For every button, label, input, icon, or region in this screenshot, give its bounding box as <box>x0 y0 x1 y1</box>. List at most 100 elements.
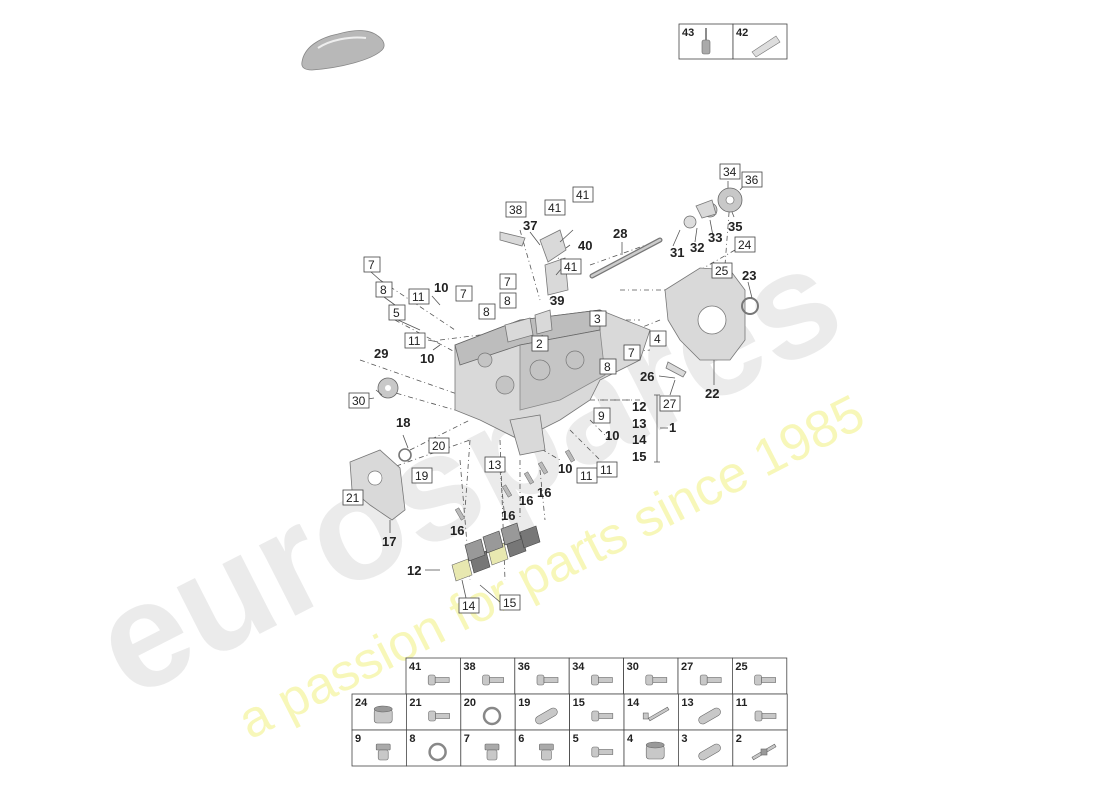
legend-cell-7: 7 <box>460 729 516 767</box>
left-sprocket <box>377 377 399 399</box>
legend-cell-3: 3 <box>678 729 734 767</box>
bolt-icon <box>754 710 777 722</box>
legend-num: 27 <box>681 661 693 673</box>
bolt-icon <box>428 710 450 722</box>
callout-7: 7 <box>628 346 635 360</box>
callout-20: 20 <box>432 439 446 453</box>
legend-num: 34 <box>572 661 585 673</box>
callout-35: 35 <box>728 219 742 234</box>
bolt-icon <box>482 674 504 686</box>
callout-14: 14 <box>462 599 476 613</box>
legend-cell-38: 38 <box>459 657 516 695</box>
callout-30: 30 <box>352 394 366 408</box>
legend-cell-11: 11 <box>732 693 788 731</box>
callout-31: 31 <box>670 245 684 260</box>
legend-num: 36 <box>518 661 530 673</box>
legend-num: 14 <box>627 697 640 709</box>
bolt-icon <box>591 674 613 686</box>
bolt-icon <box>591 746 614 758</box>
plug-icon <box>484 743 500 761</box>
bold-callouts: 10 37 40 39 10 29 28 31 32 33 35 23 22 2… <box>374 218 756 578</box>
legend-cell-30: 30 <box>623 657 679 695</box>
consumables-legend: 43 42 <box>678 23 788 60</box>
callout-4: 4 <box>654 332 661 346</box>
legend-num: 38 <box>463 661 475 673</box>
engine-block-assembly: 7 8 5 11 7 8 7 8 38 41 41 41 3 2 11 30 4… <box>342 163 763 614</box>
callout-14: 14 <box>632 432 647 447</box>
legend-cell-41: 41 <box>405 657 461 695</box>
legend-cell-19: 19 <box>514 693 571 731</box>
callout-41: 41 <box>564 260 578 274</box>
callout-16: 16 <box>450 523 464 538</box>
upper-bracket-parts <box>499 229 569 343</box>
callout-41: 41 <box>548 201 562 215</box>
legend-num: 6 <box>518 733 524 745</box>
sleeve-icon <box>645 741 665 760</box>
callout-22: 22 <box>705 386 719 401</box>
plug-icon <box>539 743 554 761</box>
callout-10: 10 <box>434 280 448 295</box>
callout-41: 41 <box>576 188 590 202</box>
callout-32: 32 <box>690 240 704 255</box>
callout-25: 25 <box>715 264 729 278</box>
callout-18: 18 <box>396 415 410 430</box>
legend-cell-27: 27 <box>677 657 733 695</box>
legend-cell-20: 20 <box>460 693 516 731</box>
callout-19: 19 <box>415 469 429 483</box>
legend-num: 4 <box>627 733 634 745</box>
callout-28: 28 <box>613 226 627 241</box>
plug-icon <box>375 743 391 761</box>
legend-cell-13: 13 <box>678 693 734 731</box>
callout-13: 13 <box>488 458 502 472</box>
callout-24: 24 <box>738 238 752 252</box>
seal-ring-icon <box>428 742 447 762</box>
legend-num: 8 <box>409 733 415 745</box>
callout-38: 38 <box>509 203 523 217</box>
legend-cell-36: 36 <box>514 657 570 695</box>
sprocket-assembly <box>683 187 743 229</box>
callout-21: 21 <box>346 491 360 505</box>
legend-cell-25: 25 <box>732 657 788 695</box>
callout-16: 16 <box>519 493 533 508</box>
callout-11: 11 <box>408 334 421 348</box>
callout-3: 3 <box>594 312 601 326</box>
legend-cell-8: 8 <box>405 729 462 767</box>
legend-cell-34: 34 <box>568 657 625 695</box>
legend-num: 13 <box>681 697 693 709</box>
callout-12: 12 <box>632 399 646 414</box>
callout-8: 8 <box>504 294 511 308</box>
bolt-icon <box>427 674 450 686</box>
legend-num: 24 <box>355 697 368 709</box>
bolt-icon <box>699 674 722 686</box>
callout-27: 27 <box>663 397 677 411</box>
label-leaders <box>361 181 753 603</box>
callout-15: 15 <box>632 449 646 464</box>
legend-cell-9: 9 <box>351 729 407 767</box>
legend-cell-24: 24 <box>351 693 407 731</box>
callout-16: 16 <box>537 485 551 500</box>
adhesive-bottle-icon <box>701 28 711 55</box>
callout-36: 36 <box>745 173 759 187</box>
legend-num: 20 <box>464 697 476 709</box>
callout-12: 12 <box>407 563 421 578</box>
callout-15: 15 <box>503 596 517 610</box>
legend-num: 30 <box>627 661 639 673</box>
callout-23: 23 <box>742 268 756 283</box>
car-silhouette-icon <box>301 30 385 71</box>
callout-7: 7 <box>504 275 511 289</box>
dowel-icon <box>535 707 558 725</box>
dowel-icon <box>698 743 721 761</box>
sleeve-icon <box>373 705 393 724</box>
callout-40: 40 <box>578 238 592 253</box>
rear-cover <box>664 267 759 378</box>
legend-cell-2: 2 <box>732 729 788 767</box>
bolt-icon <box>645 674 668 686</box>
legend-num: 7 <box>464 733 470 745</box>
legend-num-42: 42 <box>736 27 748 39</box>
callout-37: 37 <box>523 218 537 233</box>
legend-num: 2 <box>736 733 742 745</box>
bolt-icon <box>754 674 776 686</box>
legend-cell-4: 4 <box>623 729 679 767</box>
legend-num: 25 <box>735 661 747 673</box>
